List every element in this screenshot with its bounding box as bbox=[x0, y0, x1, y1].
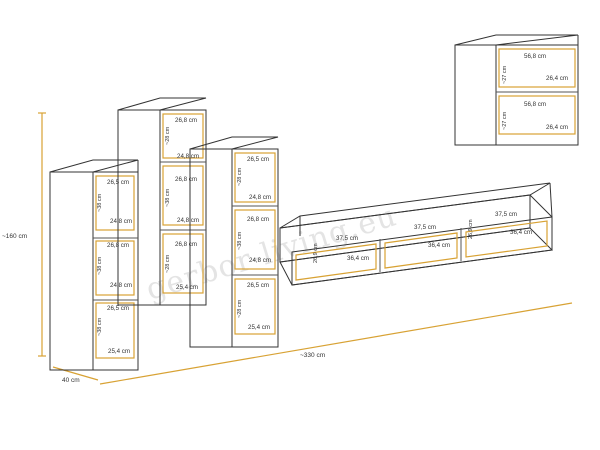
overall-dimensions: ~160 cm ~330 cm 40 cm bbox=[2, 112, 573, 385]
cabinet-left-width-5: 26,5 cm bbox=[107, 305, 129, 312]
cabinet-mid-right-height-3: ~28 cm bbox=[237, 299, 243, 318]
wall-cabinet-height-2: ~27 cm bbox=[502, 111, 508, 130]
cabinet-mid-right: 26,5 cm 24,8 cm 26,8 cm 24,8 cm 26,5 cm … bbox=[189, 136, 279, 348]
wall-cabinet: 56,8 cm 26,4 cm 56,8 cm 26,4 cm ~27 cm ~… bbox=[454, 34, 579, 146]
wall-cabinet-width-4: 26,4 cm bbox=[546, 124, 568, 131]
wall-cabinet-width-3: 56,8 cm bbox=[524, 101, 546, 108]
cabinet-mid-right-height-1: ~28 cm bbox=[237, 167, 243, 186]
cabinet-left-height-2: ~38 cm bbox=[97, 256, 103, 275]
overall-width-label: ~330 cm bbox=[300, 352, 325, 359]
lowboard-height-2: 26,9 cm bbox=[468, 219, 474, 239]
cabinet-mid-tall-height-3: ~28 cm bbox=[165, 254, 171, 273]
cabinet-left-width-6: 25,4 cm bbox=[108, 348, 130, 355]
cabinet-left-width-4: 24,8 cm bbox=[110, 282, 132, 289]
cabinet-left-width-2: 24,8 cm bbox=[110, 218, 132, 225]
wall-cabinet-height-1: ~27 cm bbox=[502, 65, 508, 84]
cabinet-mid-tall-width-3: 26,8 cm bbox=[175, 176, 197, 183]
cabinet-mid-right-width-4: 24,8 cm bbox=[249, 257, 271, 264]
cabinet-mid-tall: 26,8 cm 24,8 cm 26,8 cm 24,8 cm 26,8 cm … bbox=[117, 97, 207, 306]
cabinet-left-height-1: ~38 cm bbox=[97, 193, 103, 212]
cabinet-mid-tall-width-5: 26,8 cm bbox=[175, 241, 197, 248]
overall-depth-label: 40 cm bbox=[62, 377, 80, 384]
cabinet-mid-right-width-3: 26,8 cm bbox=[247, 216, 269, 223]
cabinet-mid-right-width-5: 26,5 cm bbox=[247, 282, 269, 289]
cabinet-mid-right-width-1: 26,5 cm bbox=[247, 156, 269, 163]
cabinet-left-height-3: ~38 cm bbox=[97, 317, 103, 336]
overall-height-label: ~160 cm bbox=[2, 233, 27, 240]
cabinet-mid-tall-height-1: ~28 cm bbox=[165, 126, 171, 145]
cabinet-mid-tall-width-6: 25,4 cm bbox=[176, 284, 198, 291]
watermark: gerbor-living.eu bbox=[142, 198, 401, 307]
lowboard-width-2: 36,4 cm bbox=[347, 255, 369, 262]
cabinet-mid-tall-width-1: 26,8 cm bbox=[175, 117, 197, 124]
lowboard-width-6: 36,4 cm bbox=[510, 229, 532, 236]
cabinet-mid-right-width-6: 25,4 cm bbox=[248, 324, 270, 331]
cabinet-mid-tall-width-4: 24,8 cm bbox=[177, 217, 199, 224]
lowboard-height-1: 26,9 cm bbox=[313, 243, 319, 263]
cabinet-left: 26,5 cm 24,8 cm 26,8 cm 24,8 cm 26,5 cm … bbox=[49, 159, 139, 371]
lowboard: 37,5 cm 36,4 cm 37,5 cm 36,4 cm 37,5 cm … bbox=[279, 182, 554, 286]
lowboard-width-3: 37,5 cm bbox=[414, 224, 436, 231]
cabinet-mid-right-width-2: 24,8 cm bbox=[249, 194, 271, 201]
wall-cabinet-width-2: 26,4 cm bbox=[546, 75, 568, 82]
lowboard-width-1: 37,5 cm bbox=[336, 235, 358, 242]
cabinet-mid-tall-width-2: 24,8 cm bbox=[177, 153, 199, 160]
cabinet-mid-right-height-2: ~38 cm bbox=[237, 231, 243, 250]
cabinet-mid-tall-height-2: ~38 cm bbox=[165, 188, 171, 207]
lowboard-width-5: 37,5 cm bbox=[495, 211, 517, 218]
lowboard-width-4: 36,4 cm bbox=[428, 242, 450, 249]
wall-cabinet-width-1: 56,8 cm bbox=[524, 53, 546, 60]
